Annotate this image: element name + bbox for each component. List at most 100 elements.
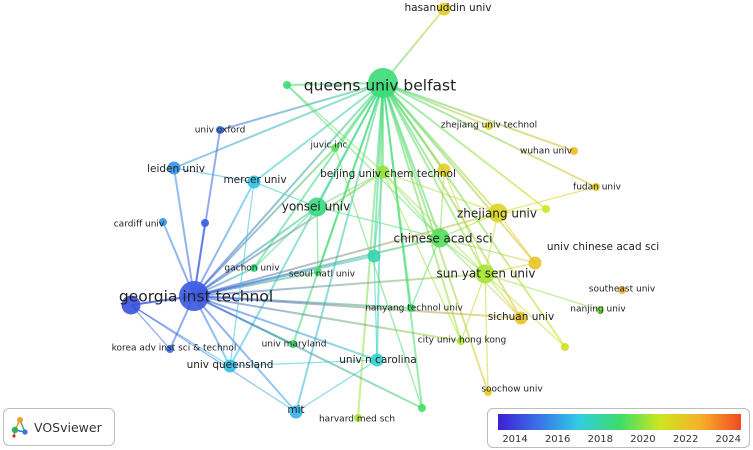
node-gachon[interactable] bbox=[250, 264, 258, 272]
link-juvic-u8 bbox=[334, 147, 423, 409]
node-yonsei[interactable] bbox=[307, 197, 327, 217]
node-label-leiden[interactable]: leiden univ bbox=[147, 163, 205, 175]
node-juvic[interactable] bbox=[331, 144, 339, 152]
link-queens-fudan bbox=[382, 82, 597, 188]
node-label-cardiff[interactable]: cardiff univ bbox=[114, 220, 165, 230]
node-label-korea[interactable]: korea adv inst sci & technol bbox=[112, 344, 237, 354]
node-label-uncarolina[interactable]: univ n carolina bbox=[339, 354, 416, 366]
link-georgia-yonsei bbox=[193, 206, 318, 297]
node-label-chinese[interactable]: chinese acad sci bbox=[394, 232, 493, 246]
link-queens-sichuan bbox=[382, 82, 522, 319]
node-ucas[interactable] bbox=[528, 256, 542, 270]
node-u5[interactable] bbox=[542, 205, 550, 213]
link-queens-georgia bbox=[193, 82, 384, 297]
node-mit[interactable] bbox=[289, 405, 303, 419]
node-sunyatsen[interactable] bbox=[475, 264, 495, 284]
node-u8[interactable] bbox=[418, 404, 426, 412]
node-label-georgia[interactable]: georgia inst technol bbox=[119, 288, 273, 306]
node-label-cityu[interactable]: city univ hong kong bbox=[418, 336, 507, 346]
link-georgia-sichuan bbox=[193, 295, 522, 319]
node-southeast[interactable] bbox=[618, 286, 626, 294]
link-queens-sunyatsen bbox=[382, 82, 486, 275]
link-u4-mit bbox=[130, 304, 297, 413]
node-cardiff[interactable] bbox=[159, 218, 167, 226]
link-queens-harvard bbox=[357, 82, 384, 419]
link-beijing-cityu bbox=[382, 171, 462, 342]
node-label-nanjing[interactable]: nanjing univ bbox=[570, 305, 626, 315]
node-label-zhejiang[interactable]: zhejiang univ bbox=[457, 207, 537, 221]
node-wuhan[interactable] bbox=[570, 147, 578, 155]
link-georgia-uncarolina bbox=[193, 295, 378, 361]
node-u3[interactable] bbox=[367, 249, 381, 263]
link-queens-u1 bbox=[286, 82, 384, 86]
legend-tick-2016: 2016 bbox=[544, 434, 571, 445]
node-label-ucas[interactable]: univ chinese acad sci bbox=[547, 241, 659, 253]
link-mercer-leiden bbox=[173, 167, 255, 183]
node-label-sunyatsen[interactable]: sun yat sen univ bbox=[437, 267, 536, 281]
node-u6[interactable] bbox=[437, 163, 451, 177]
link-queens-mercer bbox=[253, 82, 384, 183]
node-label-yonsei[interactable]: yonsei univ bbox=[282, 200, 350, 214]
node-georgia[interactable] bbox=[179, 281, 209, 311]
node-label-nanyang[interactable]: nanyang technol univ bbox=[365, 304, 463, 314]
node-label-seoul[interactable]: seoul natl univ bbox=[289, 270, 356, 280]
node-queens[interactable] bbox=[368, 68, 398, 98]
link-queens-queensland bbox=[229, 82, 384, 367]
link-queens-uncarolina bbox=[376, 82, 384, 361]
node-chinese[interactable] bbox=[430, 228, 450, 248]
node-label-oxford[interactable]: univ oxford bbox=[195, 126, 246, 136]
node-u4[interactable] bbox=[121, 295, 141, 315]
node-u7[interactable] bbox=[561, 343, 569, 351]
node-seoul[interactable] bbox=[314, 268, 322, 276]
node-zhejiang[interactable] bbox=[488, 203, 508, 223]
node-beijing[interactable] bbox=[376, 165, 390, 179]
node-label-fudan[interactable]: fudan univ bbox=[573, 183, 622, 193]
node-cityu[interactable] bbox=[457, 337, 465, 345]
node-label-wuhan[interactable]: wuhan univ bbox=[520, 147, 573, 157]
link-beijing-u1 bbox=[286, 84, 384, 173]
node-label-sichuan[interactable]: sichuan univ bbox=[488, 311, 554, 323]
node-label-zjut[interactable]: zhejiang univ technol bbox=[441, 121, 537, 131]
node-u2[interactable] bbox=[201, 219, 209, 227]
node-queensland[interactable] bbox=[223, 359, 237, 373]
node-label-mercer[interactable]: mercer univ bbox=[223, 174, 286, 186]
node-label-gachon[interactable]: gachon univ bbox=[224, 264, 280, 274]
node-label-harvard[interactable]: harvard med sch bbox=[319, 415, 395, 425]
node-leiden[interactable] bbox=[167, 161, 181, 175]
node-nanyang[interactable] bbox=[407, 304, 415, 312]
node-u1[interactable] bbox=[283, 81, 291, 89]
node-oxford[interactable] bbox=[216, 126, 224, 134]
node-soochow[interactable] bbox=[484, 388, 492, 396]
legend-tick-2018: 2018 bbox=[587, 434, 614, 445]
node-label-soochow[interactable]: soochow univ bbox=[481, 385, 543, 395]
node-hasanuddin[interactable] bbox=[437, 2, 451, 16]
node-sichuan[interactable] bbox=[514, 311, 528, 325]
node-label-mit[interactable]: mit bbox=[287, 404, 304, 416]
link-mercer-queensland bbox=[229, 181, 255, 367]
node-zjut[interactable] bbox=[485, 122, 493, 130]
legend-tick-2014: 2014 bbox=[502, 434, 528, 445]
legend-tick-2022: 2022 bbox=[672, 434, 699, 445]
node-label-southeast[interactable]: southeast univ bbox=[589, 285, 656, 295]
node-label-queens[interactable]: queens univ belfast bbox=[304, 77, 456, 95]
link-sunyatsen-u6 bbox=[443, 169, 486, 275]
link-georgia-mit bbox=[193, 295, 297, 413]
node-label-beijing[interactable]: beijing univ chem technol bbox=[320, 168, 456, 180]
node-mercer[interactable] bbox=[247, 175, 261, 189]
node-harvard[interactable] bbox=[354, 414, 362, 422]
node-label-hasanuddin[interactable]: hasanuddin univ bbox=[405, 2, 492, 14]
node-maryland[interactable] bbox=[289, 340, 297, 348]
link-queens-u5 bbox=[382, 82, 547, 210]
node-fudan[interactable] bbox=[592, 183, 600, 191]
node-label-juvic[interactable]: juvic inc bbox=[310, 141, 348, 151]
node-label-maryland[interactable]: univ maryland bbox=[262, 340, 327, 350]
node-nanjing[interactable] bbox=[596, 306, 604, 314]
brand-label: VOSviewer bbox=[34, 419, 102, 435]
node-uncarolina[interactable] bbox=[370, 353, 384, 367]
link-georgia-zhejiang bbox=[193, 212, 499, 297]
node-korea[interactable] bbox=[166, 345, 174, 353]
node-label-queensland[interactable]: univ queensland bbox=[187, 359, 274, 371]
link-sunyatsen-beijing bbox=[382, 171, 486, 275]
